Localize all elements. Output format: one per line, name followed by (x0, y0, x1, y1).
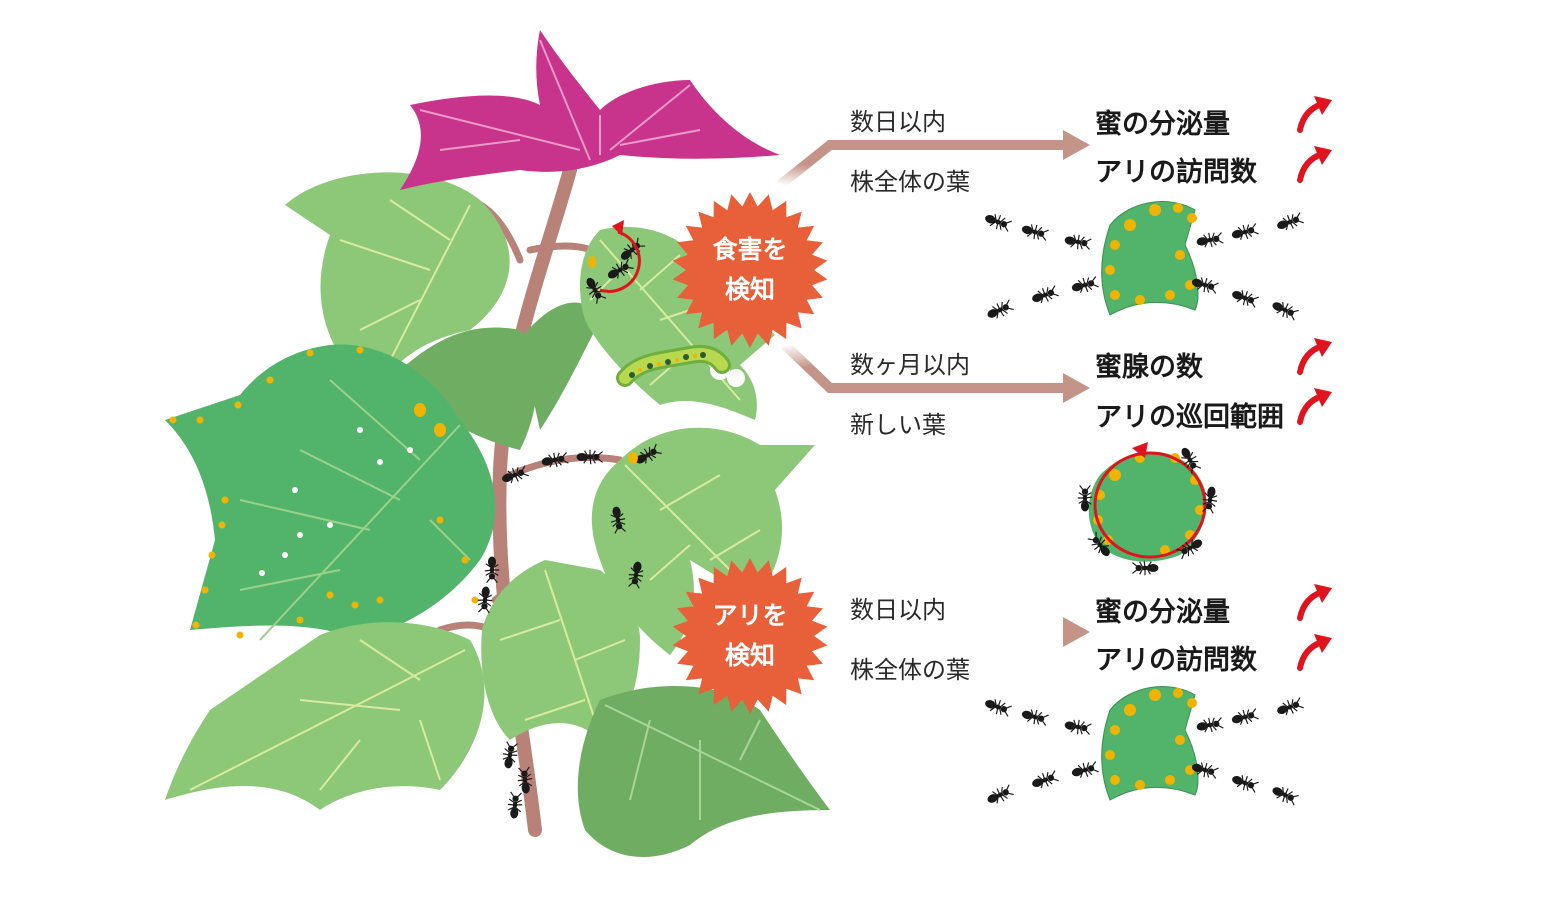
leaf-bottom-center (481, 560, 640, 740)
trigger-ants-label: アリを 検知 (712, 601, 788, 670)
response-3-effect-2: アリの訪問数 (1095, 645, 1257, 676)
patrol-circle-icon (599, 220, 641, 293)
leaf-right-middle (591, 427, 815, 655)
response-3-scope: 株全体の葉 (850, 656, 970, 684)
burst-ants (672, 558, 828, 714)
leaf-ants-icon-1 (982, 201, 1305, 323)
leaf-nectary (165, 344, 496, 641)
leaf-bottom-left (165, 622, 485, 810)
leaf-ants-icon-2 (982, 686, 1305, 808)
response-2-timing: 数ヶ月以内 (850, 351, 970, 379)
response-3-effect-1: 蜜の分泌量 (1095, 597, 1230, 628)
response-2-scope: 新しい葉 (850, 411, 946, 439)
response-1-timing: 数日以内 (850, 108, 946, 136)
flow-arrow-3 (840, 617, 1090, 647)
leaf-bottom-right (577, 686, 830, 857)
young-leaf (400, 30, 780, 190)
flow-arrow-1 (776, 130, 1090, 189)
leaf-top-left (285, 172, 510, 395)
response-1-effect-2: アリの訪問数 (1095, 157, 1257, 188)
response-1-effect-1: 蜜の分泌量 (1095, 109, 1230, 140)
leaf-mid-back (390, 302, 600, 450)
plant (165, 30, 830, 857)
red-up-arrow-icon (1300, 96, 1332, 668)
response-2-effect-1: 蜜腺の数 (1095, 352, 1203, 383)
trigger-herbivory-label: 食害を 検知 (712, 235, 788, 304)
plant-nectary-yellow (588, 256, 638, 464)
leaf-patrol-icon (1077, 442, 1221, 576)
response-3-timing: 数日以内 (850, 596, 946, 624)
response-2-effect-2: アリの巡回範囲 (1095, 402, 1284, 433)
response-1-scope: 株全体の葉 (850, 168, 970, 196)
caterpillar-icon (616, 344, 731, 387)
burst-herbivory (672, 192, 828, 348)
flow-arrow-2 (781, 341, 1090, 403)
